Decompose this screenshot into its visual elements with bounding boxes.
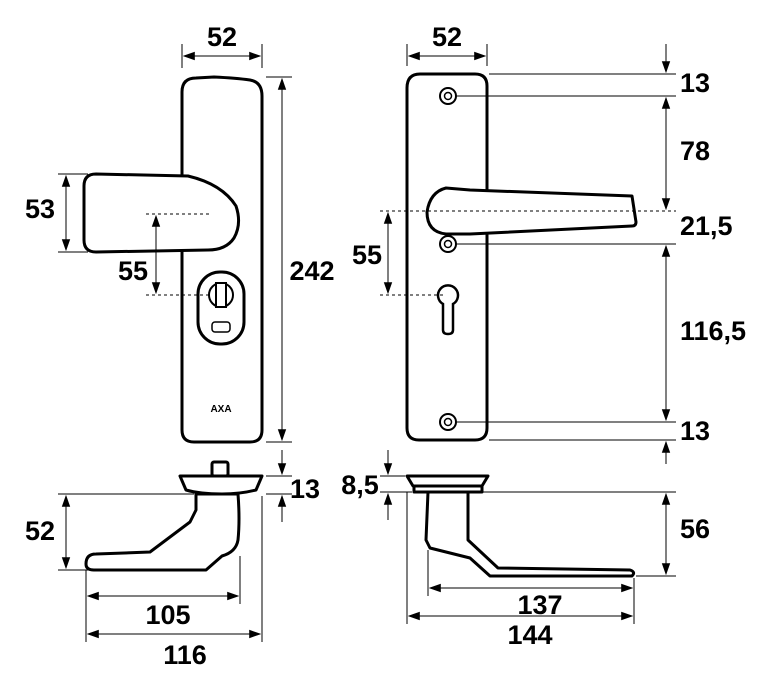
dim-total-length: 116 — [163, 640, 207, 670]
dim-right-handle-to-cylinder: 55 — [352, 240, 382, 270]
right-backplate — [405, 72, 489, 442]
dim-screw-to-bottom-screw: 116,5 — [680, 316, 746, 346]
dim-plate-width: 52 — [207, 22, 237, 52]
dim-top-screw-offset: 13 — [680, 68, 710, 98]
bottom-screw-inner — [443, 417, 453, 427]
left-backplate — [180, 75, 264, 444]
dim-right-handle-height: 56 — [680, 514, 710, 544]
right-front-view: 52 13 78 21,5 116,5 13 55 — [352, 22, 746, 464]
side-thumb-turn — [210, 460, 230, 478]
dim-right-rose-thickness: 8,5 — [341, 470, 379, 500]
right-side-view: 8,5 56 137 144 — [341, 450, 710, 650]
dim-bottom-screw-offset: 13 — [680, 416, 710, 446]
dim-left-rose-thickness: 13 — [290, 474, 320, 504]
dim-right-total-length: 144 — [507, 620, 552, 650]
dim-right-plate-width: 52 — [432, 22, 462, 52]
dim-side-handle-height: 52 — [25, 516, 55, 546]
dim-handle-to-screw: 21,5 — [680, 211, 733, 241]
dim-handle-to-cylinder: 55 — [118, 256, 148, 286]
left-side-lever — [84, 492, 241, 572]
brand-logo: AXA — [210, 404, 231, 415]
thumb-turn-slot — [215, 282, 227, 308]
cylinder-keyhole — [436, 284, 460, 336]
right-side-lever — [424, 490, 636, 578]
left-front-view: AXA 52 53 55 242 — [25, 22, 335, 444]
indicator-window — [211, 321, 231, 333]
middle-screw-inner — [443, 239, 453, 249]
left-side-rose — [178, 474, 264, 496]
dim-screw-to-handle: 78 — [680, 136, 710, 166]
dim-handle-length: 105 — [145, 600, 190, 630]
dim-plate-height: 242 — [289, 256, 334, 286]
top-screw-inner — [443, 91, 453, 101]
dim-handle-height: 53 — [25, 194, 55, 224]
left-side-view: 13 52 105 116 — [25, 450, 320, 670]
left-lever-handle — [82, 172, 241, 254]
